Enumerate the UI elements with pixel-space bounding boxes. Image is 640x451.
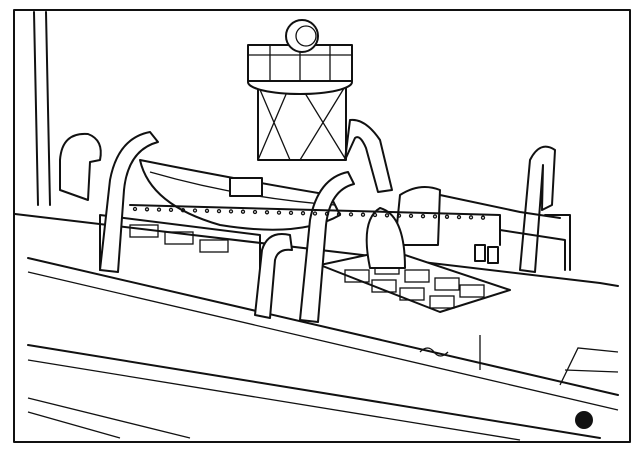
rivet — [252, 209, 258, 215]
bollards — [474, 244, 499, 264]
rivet — [432, 214, 438, 219]
rivet — [300, 211, 306, 216]
rivet — [480, 215, 486, 220]
rivet — [348, 212, 354, 217]
rivet — [192, 208, 198, 213]
rivet — [312, 211, 318, 216]
rivet — [456, 214, 462, 220]
rivet — [132, 206, 138, 212]
ventilator — [59, 132, 102, 201]
rivet — [264, 210, 270, 215]
rivet — [324, 211, 330, 216]
deck-lines — [14, 213, 619, 441]
rivet — [384, 213, 390, 218]
rivet — [216, 208, 222, 214]
hatch-covers — [99, 214, 511, 313]
rivets — [132, 206, 486, 220]
rivet — [444, 214, 450, 219]
rivet — [276, 210, 282, 215]
rivet — [228, 209, 234, 214]
mast — [33, 11, 51, 206]
searchlight — [285, 19, 319, 53]
frame-border — [13, 9, 631, 443]
rivet — [396, 213, 402, 218]
rivet — [144, 207, 150, 212]
rivet — [180, 208, 186, 213]
black-dot — [575, 411, 593, 429]
rivet — [204, 208, 210, 213]
rivet — [420, 214, 426, 219]
rivet — [336, 211, 342, 217]
rivet — [372, 212, 378, 218]
rivet — [360, 212, 366, 217]
rivet — [408, 213, 414, 219]
rivet — [468, 215, 474, 220]
crane-arms — [99, 118, 571, 323]
rivet — [288, 210, 294, 216]
rivet — [168, 207, 174, 213]
lattice-tower — [247, 19, 353, 161]
rivet — [156, 207, 162, 212]
rivet — [240, 209, 246, 214]
